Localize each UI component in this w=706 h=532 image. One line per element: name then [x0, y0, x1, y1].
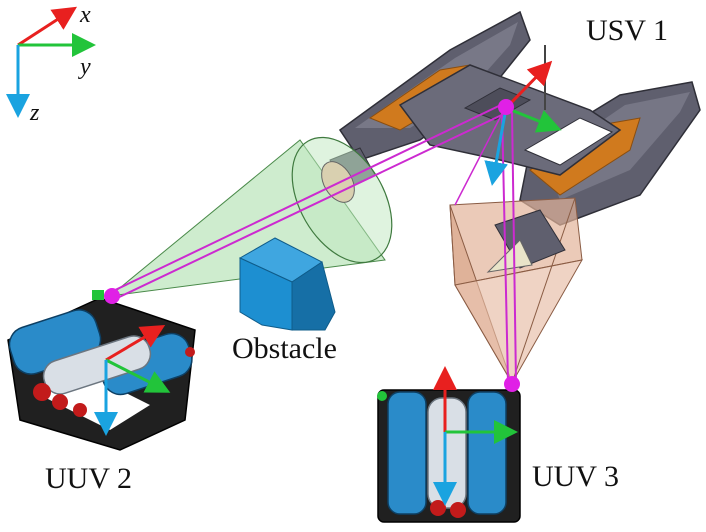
usv1-label: USV 1	[586, 14, 668, 47]
link-usv1-uuv2-b	[112, 111, 509, 301]
obstacle-block	[238, 237, 336, 331]
link-usv1-uuv3-b	[511, 109, 517, 384]
uuv2-y-axis	[105, 358, 171, 393]
world-x-axis	[17, 6, 78, 47]
uuv3-pod-left	[387, 391, 427, 515]
uuv3-central-hull	[427, 397, 467, 509]
uuv2-antenna	[92, 290, 104, 300]
usv1-node	[498, 99, 514, 115]
uuv3-label: UUV 3	[532, 460, 619, 493]
uuv2-thruster-2	[52, 394, 68, 410]
uuv2-label: UUV 2	[45, 462, 132, 495]
uuv3-vehicle	[377, 366, 521, 523]
uuv2-x-axis	[105, 324, 166, 362]
uuv3-thruster-2	[450, 502, 466, 518]
obstacle-label: Obstacle	[232, 332, 337, 365]
uuv3-light	[377, 391, 387, 401]
obstacle-side	[291, 261, 336, 331]
uuv2-vehicle	[7, 288, 196, 451]
pyramid-right-face	[454, 259, 583, 385]
world-y-label: y	[80, 54, 91, 80]
sensing-pyramid-peach	[449, 197, 583, 385]
obstacle-front	[239, 257, 293, 331]
usv1-frame	[484, 60, 562, 186]
link-usv1-uuv2-a	[110, 102, 506, 293]
pyramid-edge	[511, 197, 576, 384]
uuv3-node	[504, 376, 520, 392]
communication-links	[110, 102, 517, 384]
uuv2-thruster-1	[33, 383, 51, 401]
pyramid-sensor-cone	[486, 239, 533, 273]
link-usv1-uuv3-a	[501, 109, 509, 384]
link-usv1-uuv3-c	[454, 107, 506, 206]
uuv2-thruster-3	[73, 403, 87, 417]
world-z-label: z	[30, 100, 40, 126]
usv1-deck-opening-2	[463, 87, 532, 121]
world-frame	[6, 6, 96, 118]
usv1-deck-opening	[523, 117, 614, 166]
world-x-label: x	[80, 2, 91, 28]
uuv2-thruster-4	[185, 347, 195, 357]
uuv3-pod-right	[467, 391, 507, 515]
usv1-x-axis	[504, 60, 553, 110]
usv1-y-axis	[505, 106, 562, 133]
uuv3-thruster-1	[430, 500, 446, 516]
uuv2-node	[104, 288, 120, 304]
usv1-z-axis	[484, 107, 509, 186]
